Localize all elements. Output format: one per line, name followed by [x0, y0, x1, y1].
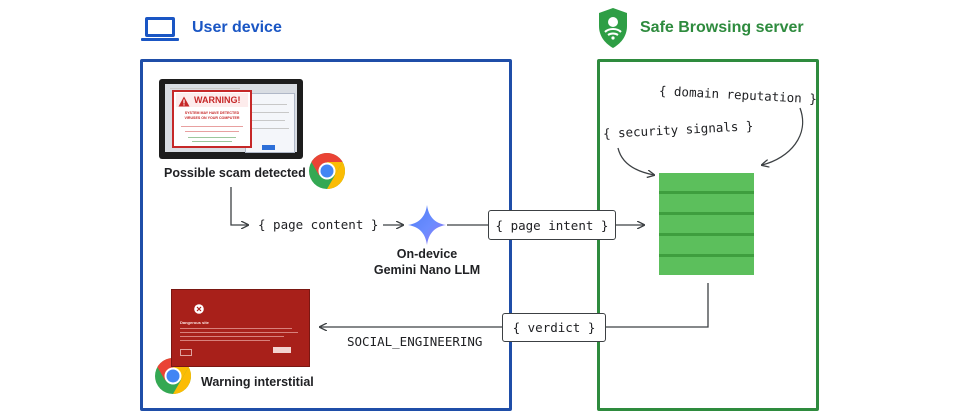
verdict-box: { verdict } [502, 313, 606, 342]
user-device-title: User device [192, 19, 282, 36]
page-intent-box: { page intent } [488, 210, 616, 240]
warning-popup-header [176, 93, 248, 107]
verdict-label: { verdict } [512, 320, 596, 335]
llm-label-line2: Gemini Nano LLM [373, 263, 481, 277]
database-layer-2 [659, 194, 754, 212]
interstitial-heading: Dangerous site [180, 320, 209, 325]
database-layer-1 [659, 173, 754, 191]
verdict-value-label: SOCIAL_ENGINEERING [347, 334, 483, 349]
warning-popup-title: WARNING! [194, 95, 241, 105]
page-intent-label: { page intent } [495, 217, 609, 233]
interstitial-back-button [273, 347, 291, 353]
chrome-icon [308, 152, 346, 190]
warning-interstitial-label: Warning interstitial [201, 375, 314, 389]
database-layer-4 [659, 236, 754, 254]
database-layer-3 [659, 215, 754, 233]
gemini-sparkle-icon [407, 204, 447, 246]
interstitial-details-button [180, 349, 192, 356]
warning-popup-line2: VIRUSES ON YOUR COMPUTER [184, 116, 240, 120]
fake-dialog [245, 93, 295, 153]
safe-browsing-shield-icon [596, 6, 630, 50]
safe-browsing-server-title: Safe Browsing server [640, 19, 804, 36]
laptop-icon [140, 14, 180, 44]
possible-scam-detected-label: Possible scam detected [164, 166, 306, 180]
page-content-label: { page content } [258, 217, 379, 232]
warning-triangle-icon [178, 94, 190, 107]
interstitial-close-icon [194, 301, 204, 314]
database-layer-5 [659, 257, 754, 275]
fake-dialog-button [262, 145, 275, 150]
llm-label-line1: On-device [396, 247, 458, 261]
warning-popup-line1: SYSTEM MAY HAVE DETECTED [184, 111, 240, 115]
